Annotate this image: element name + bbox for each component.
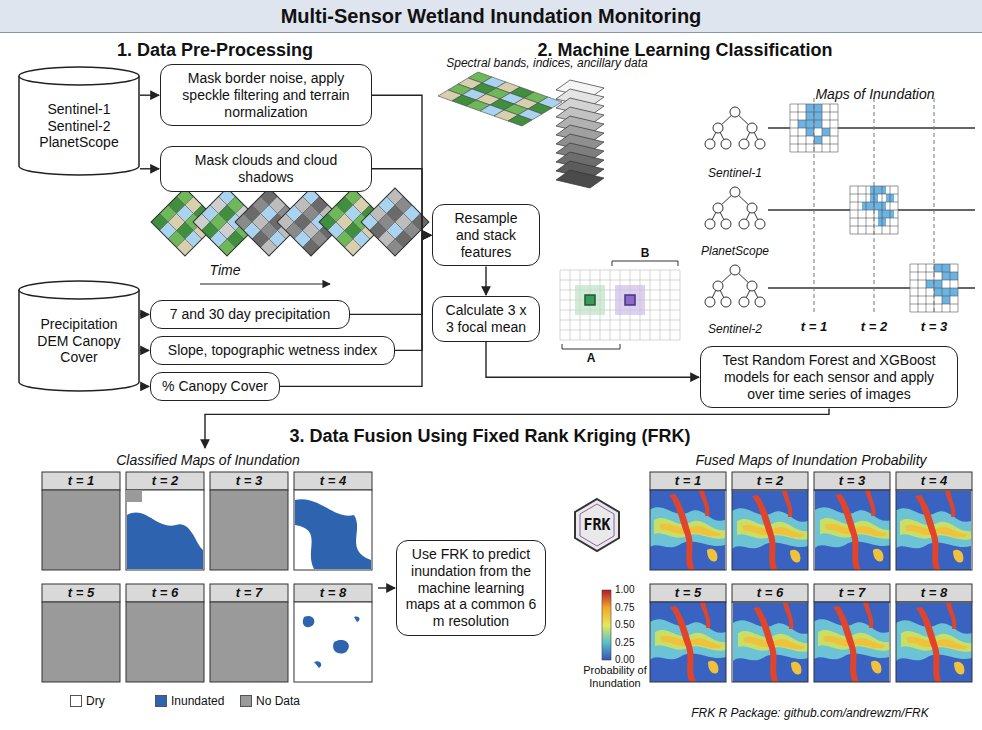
node-text: Sentinel-1 Sentinel-2 PlanetScope [26,101,132,151]
connector [350,235,431,314]
data-cylinder: Precipitation DEM Canopy Cover [18,280,140,392]
node-text: 7 and 30 day precipitation [170,306,330,323]
label: t = 3 [912,318,956,336]
label: t = 3 [210,472,288,490]
node-text: Slope, topographic wetness index [168,342,377,359]
cylinder-top [19,67,139,85]
legend-item: Dry [70,694,105,708]
process-box: Mask clouds and cloud shadows [160,146,372,192]
label: A [584,351,598,365]
label: t = 6 [126,584,204,602]
connector [140,314,149,315]
data-cylinder: Sentinel-1 Sentinel-2 PlanetScope [18,66,140,176]
label: t = 5 [42,584,120,602]
label: t = 5 [650,584,726,602]
process-box: Calculate 3 x 3 focal mean [432,296,540,342]
legend-item: Inundated [155,694,224,708]
flow-arrow [378,587,395,588]
label: t = 2 [852,318,896,336]
process-box: Mask border noise, apply speckle filteri… [160,64,372,126]
cylinder-body [19,290,139,391]
process-box: 7 and 30 day precipitation [150,300,350,329]
label: 3. Data Fusion Using Fixed Rank Kriging … [180,426,800,448]
node-text: Test Random Forest and XGBoost models fo… [709,352,949,402]
connector [140,168,159,169]
label: Spectral bands, indices, ancillary data [412,56,682,70]
label: 0.25 [615,637,645,649]
label: PlanetScope [690,244,780,258]
node-text: Precipitation DEM Canopy Cover [26,316,132,366]
label: t = 6 [732,584,808,602]
node-text: % Canopy Cover [162,378,268,395]
label: Time [200,262,250,279]
label: t = 8 [294,584,372,602]
legend-swatch [70,695,82,707]
label: t = 7 [210,584,288,602]
legend-text: Inundated [171,694,224,708]
label: Maps of Inundation [790,86,960,103]
label: 1.00 [615,584,645,596]
connector [140,94,159,95]
label: B [638,246,652,260]
label: Sentinel-1 [695,166,775,180]
label: t = 4 [294,472,372,490]
label: t = 7 [814,584,890,602]
label: FRK R Package: github.com/andrewzm/FRK [640,706,980,720]
label: t = 1 [792,318,836,336]
label: Probability of Inundation [578,664,652,690]
node-text: Resample and stack features [441,210,531,260]
label: t = 1 [650,472,726,490]
legend-swatch [240,695,252,707]
connector [486,342,699,378]
process-box: % Canopy Cover [150,372,280,401]
label: t = 2 [126,472,204,490]
label: t = 2 [732,472,808,490]
legend-swatch [155,695,167,707]
node-text: Mask clouds and cloud shadows [169,152,363,186]
connector [140,386,149,387]
label: Fused Maps of Inundation Probability [648,452,974,469]
legend-text: No Data [256,694,300,708]
cylinder-top [19,281,139,299]
label: 0.75 [615,602,645,614]
node-text: Use FRK to predict inundation from the m… [405,546,537,630]
process-box: Use FRK to predict inundation from the m… [396,540,546,636]
node-text: Mask border noise, apply speckle filteri… [169,70,363,120]
label: t = 4 [896,472,972,490]
node-text: Calculate 3 x 3 focal mean [441,302,531,336]
label: Classified Maps of Inundation [42,452,374,469]
label: t = 1 [42,472,120,490]
connector [372,169,431,235]
label: t = 8 [896,584,972,602]
diagram-title: Multi-Sensor Wetland Inundation Monitori… [0,0,982,33]
legend-item: No Data [240,694,300,708]
cylinder-body [19,76,139,175]
label: 1. Data Pre-Processing [95,40,335,62]
connector [485,266,486,295]
label: Sentinel-2 [695,322,775,336]
process-box: Resample and stack features [432,204,540,266]
connector [372,95,431,235]
label: FRK [572,516,622,534]
connector [395,235,431,350]
connector [140,350,149,351]
process-box: Test Random Forest and XGBoost models fo… [700,346,958,408]
legend-text: Dry [86,694,105,708]
process-box: Slope, topographic wetness index [150,336,395,365]
label: 0.50 [615,619,645,631]
label: t = 3 [814,472,890,490]
